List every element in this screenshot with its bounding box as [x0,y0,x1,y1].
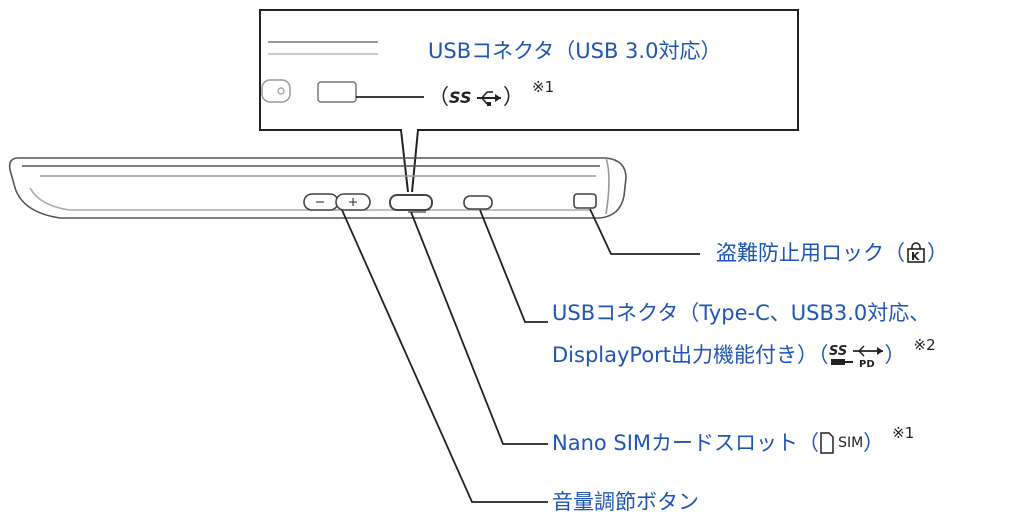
usb-superspeed-pd-icon: SS PD [829,344,883,368]
lock-slot [573,193,597,209]
usbc-label-close: ） [884,343,906,367]
volume-button-group [303,193,371,211]
sim-note: ※1 [892,424,915,442]
kensington-lock-icon: K [907,242,925,263]
sim-label-close: ） [863,431,885,455]
usb-c-port [463,195,493,210]
zoomed-usb-port [317,81,357,103]
usbc-label-line1: USBコネクタ（Type-C、USB3.0対応、 [552,301,931,325]
zoom-paren-open: （ [428,85,449,109]
zoom-usb-title: USBコネクタ（USB 3.0対応） [428,39,722,63]
leader-volume [341,209,548,503]
usbc-label-line2-row: DisplayPort出力機能付き）（ SS PD ） ※2 [552,336,936,368]
leader-sim [410,211,548,445]
zoom-usb-icon-row: （ SS ） ※1 [428,78,554,110]
device-body [8,157,627,219]
svg-text:K: K [911,250,920,263]
zoom-pointer [400,126,419,193]
sim-label-text: Nano SIMカードスロット（ [552,431,820,455]
zoom-note: ※1 [532,78,555,96]
lock-label-close: ） [927,241,948,265]
volume-label: 音量調節ボタン [552,490,699,514]
zoom-paren-close: ） [503,85,524,109]
leader-lines [341,208,700,503]
sim-icon-text: SIM [838,435,864,451]
zoom-callout-box [259,9,799,131]
svg-text:SS: SS [449,88,471,107]
sim-card-icon: SIM [819,430,863,456]
usbc-note: ※2 [913,336,936,354]
usb-superspeed-icon: SS [449,88,501,107]
usbc-label-line2: DisplayPort出力機能付き）（ [552,343,829,367]
leader-usbc [479,209,548,323]
svg-text:SS: SS [829,344,847,359]
usb-a-port [389,194,433,211]
sim-label: Nano SIMカードスロット（ SIM ） ※1 [552,424,914,456]
svg-text:PD: PD [859,359,875,368]
lock-label-text: 盗難防止用ロック（ [716,241,905,265]
leader-lock [589,208,700,255]
lock-label: 盗難防止用ロック（ K ） [716,240,948,266]
